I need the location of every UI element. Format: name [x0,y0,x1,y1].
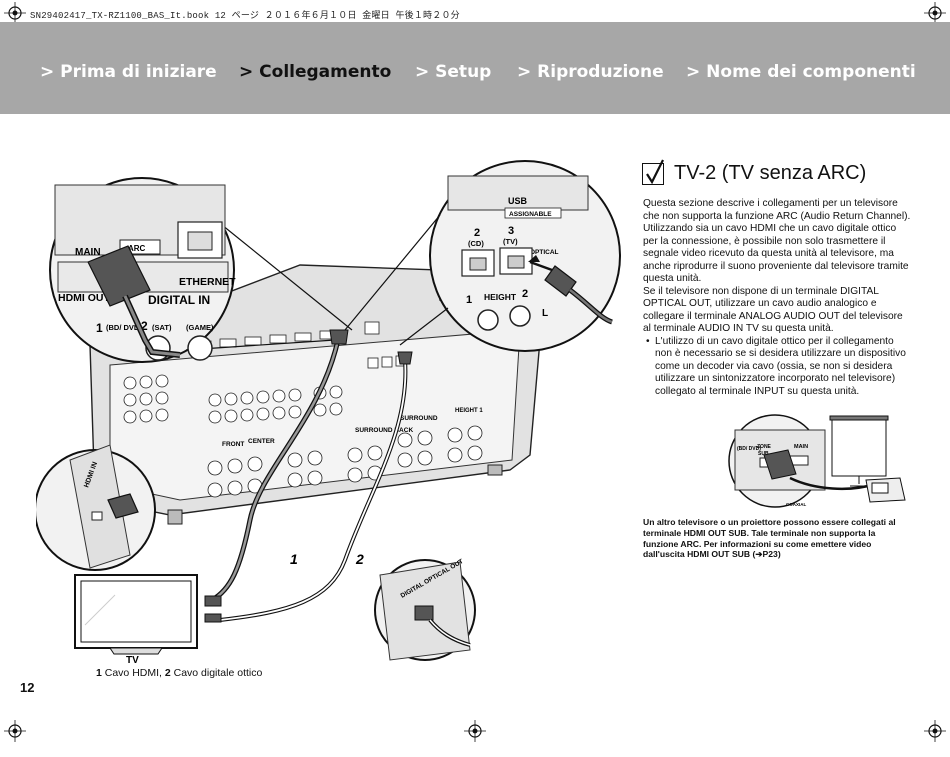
surround-label: SURROUND [400,415,438,422]
assignable-label: ASSIGNABLE [509,211,552,218]
small-main-label: MAIN [794,444,808,450]
usb-label: USB [508,196,528,206]
front-label: FRONT [222,441,244,448]
caption-text-1: Cavo HDMI, [101,667,165,679]
hdmi-plug-icon [87,245,151,307]
hdmi-out-sub-note: Un altro televisore o un proiettore poss… [643,517,896,560]
nav-riproduzione[interactable]: > Riproduzione [517,62,664,82]
registration-mark-icon [4,2,26,24]
nav-collegamento[interactable]: > Collegamento [239,62,392,82]
cable-2-number: 2 [355,551,364,567]
input-2-number: 2 [141,319,148,333]
bd-dvd-label: (BD/ DVD) [106,323,142,332]
checkmark-icon [642,159,664,185]
surround-back-label: SURROUND BACK [355,427,413,434]
nav-setup[interactable]: > Setup [415,62,492,82]
section-body: Questa sezione descrive i collegamenti p… [643,198,911,398]
l-label: L [542,308,548,319]
center-label: CENTER [248,438,275,445]
registration-mark-icon [464,720,486,742]
height-1-label: HEIGHT 1 [455,408,483,414]
navigation-bar: > Prima di iniziare > Collegamento > Set… [0,22,950,114]
nav-prima-di-iniziare[interactable]: > Prima di iniziare [40,62,217,82]
tv-number: 3 [508,225,514,237]
small-sub-label: SUB [758,451,769,457]
game-label: (GAME) [186,323,214,332]
small-bd-dvd-label: (BD/ DVD) [737,446,761,452]
input-1-number: 1 [96,321,103,335]
cable-1-number: 1 [290,551,298,567]
projector-diagram: (BD/ DVD) ZONE SUB MAIN COAXIAL [728,414,906,508]
main-label: MAIN [75,247,101,258]
registration-mark-icon [924,720,946,742]
small-zone-label: ZONE [757,444,772,450]
file-info: SN29402417_TX-RZ1100_BAS_It.book 12 ページ … [30,11,460,21]
nav-nome-dei-componenti[interactable]: > Nome dei componenti [686,62,916,82]
digital-in-label: DIGITAL IN [148,293,210,307]
tv-paren-label: (TV) [503,237,518,246]
optical-label: OPTICAL [530,249,559,256]
height-2-number: 2 [522,288,528,300]
sat-label: (SAT) [152,323,172,332]
cd-label: (CD) [468,239,484,248]
arc-label: ARC [128,244,146,253]
registration-mark-icon [4,720,26,742]
height-label: HEIGHT [484,292,517,302]
page-number: 12 [20,680,35,695]
caption-text-2: Cavo digitale ottico [170,667,263,679]
optical-plug-icon [544,265,577,297]
paragraph-1: Questa sezione descrive i collegamenti p… [643,198,911,284]
small-coaxial-label: COAXIAL [786,502,807,507]
hdmi-out-label: HDMI OUT [58,292,110,304]
tv-label: TV [126,655,139,666]
registration-mark-icon [924,2,946,24]
terminal-grid [123,374,483,498]
ethernet-label: ETHERNET [179,276,236,288]
connection-diagram: FRONT CENTER SURROUND BACK SURROUND HEIG… [36,160,621,666]
paragraph-2: Se il televisore non dispone di un termi… [643,285,903,335]
caption-number-1: 1 [96,667,102,679]
diagram-caption: 1 Cavo HDMI, 2 Cavo digitale ottico [96,667,262,679]
cd-number: 2 [474,227,480,239]
section-header: TV-2 (TV senza ARC) [642,159,867,185]
height-1-number: 1 [466,294,472,306]
bullet-note: L'utilizzo di un cavo digitale ottico pe… [643,336,911,399]
section-title: TV-2 (TV senza ARC) [674,162,867,184]
caption-number-2: 2 [164,667,171,679]
